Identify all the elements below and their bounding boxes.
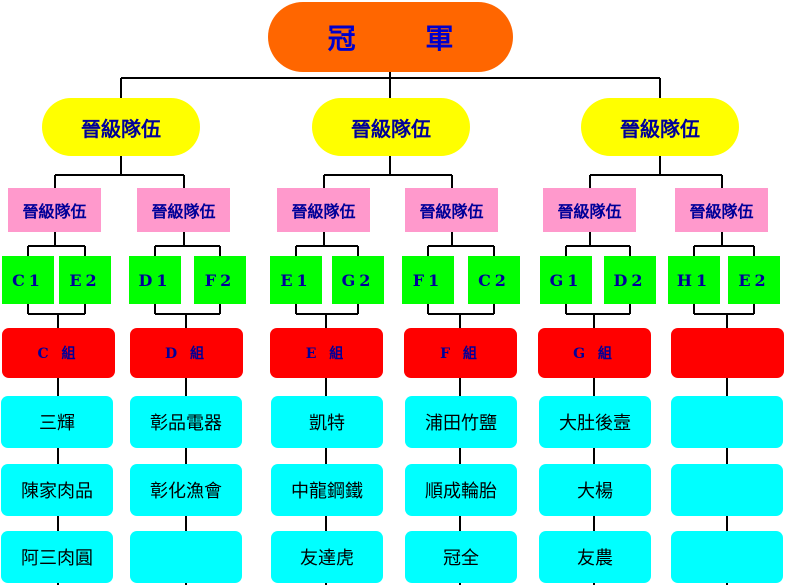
team-box: 三輝: [1, 396, 113, 448]
seed-label: E1: [280, 270, 312, 290]
seed-label: C2: [478, 270, 510, 290]
semifinal-node-4: 晉級隊伍: [405, 188, 498, 232]
seed-box: G1: [540, 256, 592, 304]
seed-label: C1: [12, 270, 44, 290]
team-box: [671, 396, 783, 448]
group-label: E 組: [305, 346, 348, 362]
group-label: F 組: [440, 346, 481, 362]
semifinal-label: 晉級隊伍: [557, 202, 622, 221]
seed-box: H1: [668, 256, 720, 304]
team-box: 冠全: [405, 531, 517, 583]
finalist-label: 晉級隊伍: [351, 116, 431, 141]
team-name: 阿三肉圓: [21, 548, 93, 569]
team-box: 浦田竹鹽: [405, 396, 517, 448]
team-name: 彰化漁會: [150, 481, 222, 502]
semifinal-label: 晉級隊伍: [22, 202, 87, 221]
seed-box: E1: [270, 256, 322, 304]
champion-node: 冠 軍: [268, 2, 513, 72]
seed-box: C1: [2, 256, 54, 304]
team-name: 友農: [577, 548, 613, 569]
semifinal-label: 晉級隊伍: [151, 202, 216, 221]
seed-box: E2: [728, 256, 780, 304]
team-box: [671, 464, 783, 516]
group-box: C 組: [2, 328, 115, 378]
semifinal-node-6: 晉級隊伍: [675, 188, 768, 232]
seed-label: H1: [676, 270, 712, 290]
team-box: [130, 531, 242, 583]
team-name: 凱特: [309, 413, 345, 434]
team-name: 浦田竹鹽: [425, 413, 497, 434]
team-name: 陳家肉品: [21, 481, 93, 502]
team-box: 友農: [539, 531, 651, 583]
semifinal-node-5: 晉級隊伍: [543, 188, 636, 232]
group-box: [671, 328, 784, 378]
seed-label: E2: [69, 270, 101, 290]
semifinal-label: 晉級隊伍: [689, 202, 754, 221]
team-box: 彰品電器: [130, 396, 242, 448]
finalist-label: 晉級隊伍: [81, 116, 161, 141]
team-name: 中龍鋼鐵: [291, 481, 363, 502]
seed-label: E2: [738, 270, 770, 290]
group-box: G 組: [538, 328, 651, 378]
team-name: 彰品電器: [150, 413, 222, 434]
seed-label: D2: [613, 270, 647, 290]
group-label: G 組: [573, 346, 616, 362]
seed-box: E2: [59, 256, 111, 304]
seed-label: F2: [204, 270, 236, 290]
finalist-node-2: 晉級隊伍: [312, 98, 470, 156]
team-name: 大肚後壼: [559, 413, 631, 434]
semifinal-label: 晉級隊伍: [419, 202, 484, 221]
seed-label: D1: [138, 270, 172, 290]
team-name: 三輝: [39, 413, 75, 434]
seed-label: G2: [341, 270, 375, 290]
team-box: 陳家肉品: [1, 464, 113, 516]
team-box: 中龍鋼鐵: [271, 464, 383, 516]
seed-box: D1: [129, 256, 181, 304]
seed-box: C2: [468, 256, 520, 304]
semifinal-node-1: 晉級隊伍: [8, 188, 101, 232]
team-name: 順成輪胎: [425, 481, 497, 502]
group-box: F 組: [404, 328, 517, 378]
group-label: D 組: [164, 346, 208, 362]
group-label: C 組: [37, 346, 80, 362]
semifinal-label: 晉級隊伍: [291, 202, 356, 221]
group-box: D 組: [130, 328, 243, 378]
seed-box: F1: [402, 256, 454, 304]
semifinal-node-3: 晉級隊伍: [277, 188, 370, 232]
seed-box: F2: [194, 256, 246, 304]
team-box: 順成輪胎: [405, 464, 517, 516]
seed-label: G1: [549, 270, 583, 290]
seed-box: D2: [604, 256, 656, 304]
team-box: 凱特: [271, 396, 383, 448]
team-name: 大楊: [577, 481, 613, 502]
team-box: 阿三肉圓: [1, 531, 113, 583]
team-name: 冠全: [443, 548, 479, 569]
champion-label: 冠 軍: [327, 22, 484, 55]
group-box: E 組: [270, 328, 383, 378]
semifinal-node-2: 晉級隊伍: [137, 188, 230, 232]
team-name: 友達虎: [300, 548, 354, 569]
seed-label: F1: [412, 270, 444, 290]
team-box: [671, 531, 783, 583]
team-box: 友達虎: [271, 531, 383, 583]
finalist-label: 晉級隊伍: [620, 116, 700, 141]
finalist-node-1: 晉級隊伍: [42, 98, 200, 156]
finalist-node-3: 晉級隊伍: [581, 98, 739, 156]
team-box: 彰化漁會: [130, 464, 242, 516]
team-box: 大楊: [539, 464, 651, 516]
team-box: 大肚後壼: [539, 396, 651, 448]
seed-box: G2: [332, 256, 384, 304]
